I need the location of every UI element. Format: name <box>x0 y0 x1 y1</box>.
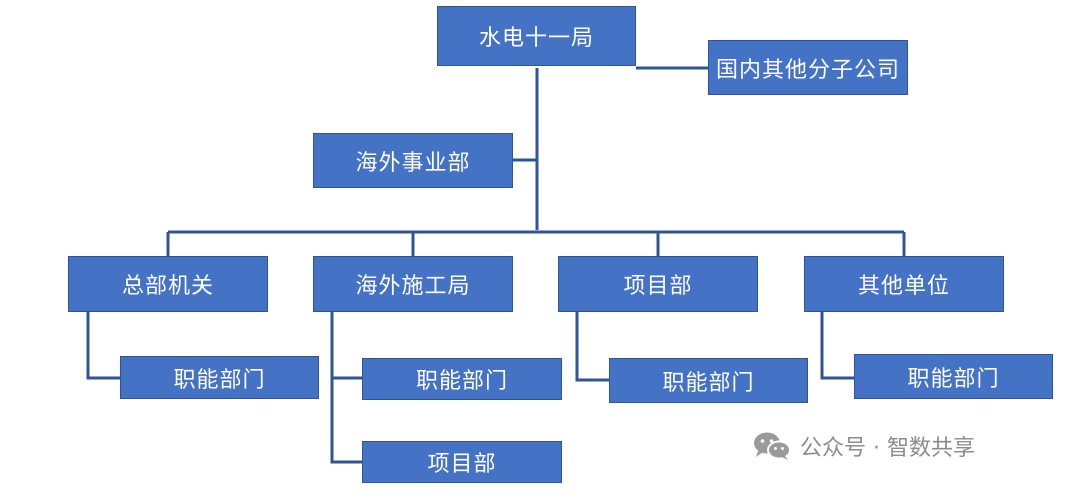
node-other-units: 其他单位 <box>804 256 1004 312</box>
line-hq-func <box>86 312 120 380</box>
node-other-functional-dept: 职能部门 <box>854 354 1053 399</box>
node-overseas-bureau: 海外施工局 <box>313 256 513 312</box>
watermark: 公众号 · 智数共享 <box>752 430 975 462</box>
node-root: 水电十一局 <box>437 6 636 66</box>
node-hq-functional-dept: 职能部门 <box>120 356 319 399</box>
line-other-func <box>820 312 854 380</box>
node-domestic-subsidiaries: 国内其他分子公司 <box>708 40 908 95</box>
node-bureau-project-dept: 项目部 <box>362 441 562 483</box>
node-project-dept: 项目部 <box>558 256 758 312</box>
node-project-functional-dept: 职能部门 <box>609 358 808 403</box>
node-headquarters: 总部机关 <box>68 256 268 312</box>
line-project-func <box>575 312 609 382</box>
line-bureau-children <box>330 312 362 464</box>
node-overseas-division: 海外事业部 <box>313 133 513 188</box>
node-bureau-functional-dept: 职能部门 <box>362 358 562 400</box>
wechat-icon <box>754 432 791 460</box>
watermark-text: 公众号 · 智数共享 <box>800 436 975 461</box>
